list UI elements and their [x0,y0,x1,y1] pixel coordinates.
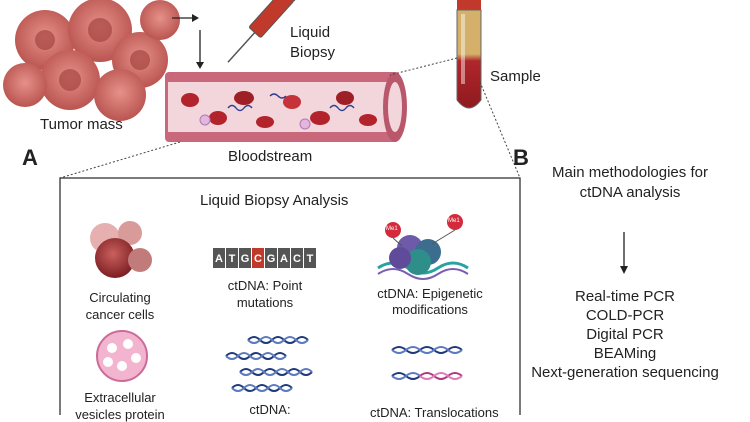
methods-heading-line1: Main methodologies for [552,164,708,181]
translocations-label: ctDNA: Translocations [370,405,499,420]
method-item: Next-generation sequencing [531,364,719,381]
point-mutations-label-line2: mutations [236,295,294,310]
epigenetic-label-line2: modifications [392,302,468,317]
liquid-biopsy-label-line2: Biopsy [290,44,336,61]
panel-b-letter: B [513,145,529,170]
tumor-mass-illustration [3,0,180,121]
point-mutations-label-line1: ctDNA: Point [227,278,303,293]
dna-base-letter: C [254,253,262,265]
methods-arrow [620,232,628,274]
cnv-dna-icon [225,336,313,392]
method-item: Real-time PCR [574,288,676,305]
dna-base-letter: T [307,253,314,265]
dna-base-tile [265,248,277,268]
method-item: COLD-PCR [585,307,665,324]
connector-lines [59,57,521,179]
ctc-label-line1: Circulating [89,290,151,305]
me1-badge-right: Me1 [448,218,460,224]
extracellular-vesicle-icon [96,330,148,382]
panel-a-title: Liquid Biopsy Analysis [200,192,349,209]
dna-base-letter: G [267,253,276,265]
bloodstream-label: Bloodstream [228,148,313,165]
dna-base-letter: C [293,253,301,265]
blood-vessel [165,72,407,142]
dna-base-tile [278,248,290,268]
sample-label: Sample [490,68,541,85]
dna-base-tile [239,248,251,268]
ev-label-line1: Extracellular [84,390,156,405]
method-item: Digital PCR [586,326,664,343]
methods-heading-line2: ctDNA analysis [579,184,681,201]
dna-base-letter: G [241,253,250,265]
epigenetic-nucleosome-icon [377,214,469,280]
sample-tube-icon [456,0,482,109]
epigenetic-label-line1: ctDNA: Epigenetic [377,286,483,301]
dna-base-tile [291,248,303,268]
tumor-to-vessel-arrow [172,14,204,69]
dna-base-letter: T [229,253,236,265]
tumor-mass-label: Tumor mass [40,116,123,133]
cnv-label: ctDNA: [249,402,291,417]
me1-badge-left: Me1 [386,226,398,232]
ctc-label-line2: cancer cells [85,307,155,322]
translocation-dna-icon [391,346,463,380]
dna-base-tile [213,248,225,268]
panel-a-letter: A [22,145,38,170]
liquid-biopsy-label-line1: Liquid [290,24,331,41]
dna-base-tile [252,248,264,268]
method-item: BEAMing [593,345,657,362]
dna-base-letter: A [215,253,223,265]
syringe-icon [227,0,312,63]
dna-base-letter: A [280,253,288,265]
dna-base-tile [226,248,238,268]
ctc-icon [90,221,152,278]
dna-base-tile [304,248,316,268]
methods-list: Real-time PCR COLD-PCR Digital PCR BEAMi… [500,287,750,382]
